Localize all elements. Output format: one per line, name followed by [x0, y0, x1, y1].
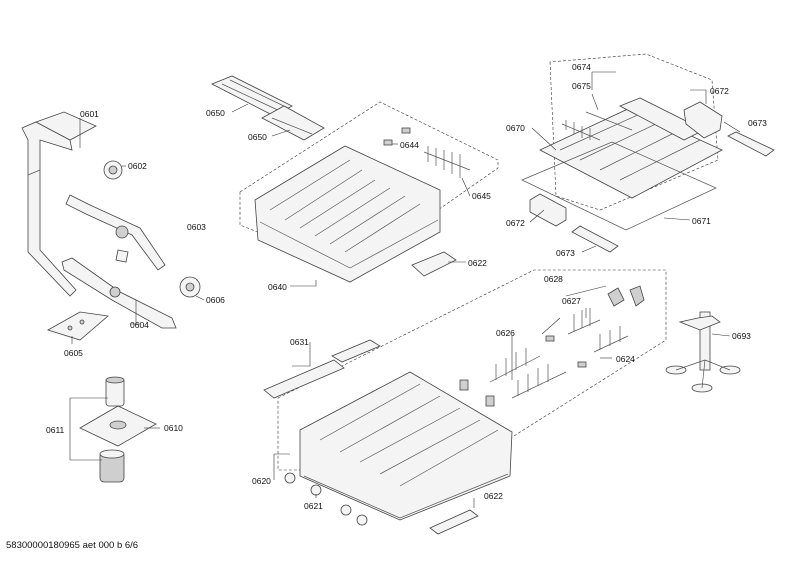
- upper-basket-0640: [239, 101, 499, 283]
- label-0650a: 0650: [206, 108, 225, 118]
- tine-rows-0626: [489, 348, 567, 399]
- cup-rack-0631: [263, 339, 381, 399]
- handle-0622a: [411, 251, 457, 277]
- spray-arm-lower: [61, 257, 177, 329]
- label-0650b: 0650: [248, 132, 267, 142]
- label-0626: 0626: [496, 328, 515, 338]
- label-0672a: 0672: [710, 86, 729, 96]
- spray-head-0602: [103, 160, 123, 180]
- filter-plate-0610: [79, 405, 157, 447]
- label-0624: 0624: [616, 354, 635, 364]
- spray-arm-tube: [21, 111, 97, 297]
- label-0628: 0628: [544, 274, 563, 284]
- cup-rack-0650a: [211, 75, 293, 117]
- label-0603: 0603: [187, 222, 206, 232]
- part-labels: 0601 0602 0603 0604 0605 0606 0611 0610 …: [46, 62, 767, 511]
- wheels-0621: [284, 472, 368, 526]
- label-0621: 0621: [304, 501, 323, 511]
- leader-lines: [69, 71, 741, 508]
- label-0602: 0602: [128, 161, 147, 171]
- filter-plate-0605: [46, 311, 109, 341]
- label-0645: 0645: [472, 191, 491, 201]
- label-0627: 0627: [562, 296, 581, 306]
- label-0693: 0693: [732, 331, 751, 341]
- label-0631: 0631: [290, 337, 309, 347]
- rail-0673a: [727, 131, 775, 157]
- hinge-0628: [607, 285, 645, 307]
- label-0674: 0674: [572, 62, 591, 72]
- drawing-reference: 58300000180965 aet 000 b 6/6: [6, 540, 139, 551]
- clip-0644: [383, 127, 411, 146]
- tine-rack-0645: [423, 146, 471, 178]
- label-0604: 0604: [130, 320, 149, 330]
- label-0640: 0640: [268, 282, 287, 292]
- end-cap-0672a: [683, 101, 723, 139]
- cup-rack-0650b: [261, 105, 325, 141]
- tine-0627: [567, 308, 629, 353]
- handle-0622b: [429, 509, 479, 535]
- label-0622b: 0622: [484, 491, 503, 501]
- divider-0675: [561, 111, 633, 141]
- label-0620: 0620: [252, 476, 271, 486]
- label-0605: 0605: [64, 348, 83, 358]
- spray-arm-upper: [65, 194, 166, 271]
- label-0611: 0611: [46, 425, 65, 435]
- basket-clips: [459, 379, 495, 407]
- label-0672b: 0672: [506, 218, 525, 228]
- glass-holder-0693: [665, 311, 741, 393]
- rail-0673b: [571, 225, 619, 253]
- clip-0624: [545, 335, 587, 368]
- label-0606: 0606: [206, 295, 225, 305]
- label-0610: 0610: [164, 423, 183, 433]
- label-0601: 0601: [80, 109, 99, 119]
- label-0671: 0671: [692, 216, 711, 226]
- lower-basket-0620: [277, 269, 667, 521]
- label-0622a: 0622: [468, 258, 487, 268]
- micro-filter-0611: [99, 449, 125, 483]
- label-0673b: 0673: [556, 248, 575, 258]
- label-0670: 0670: [506, 123, 525, 133]
- filter-cylinder-0611: [105, 376, 125, 407]
- label-0675: 0675: [572, 81, 591, 91]
- end-cap-0672b: [529, 193, 567, 227]
- label-0673a: 0673: [748, 118, 767, 128]
- label-0644: 0644: [400, 140, 419, 150]
- screen-disc-0606: [179, 276, 201, 298]
